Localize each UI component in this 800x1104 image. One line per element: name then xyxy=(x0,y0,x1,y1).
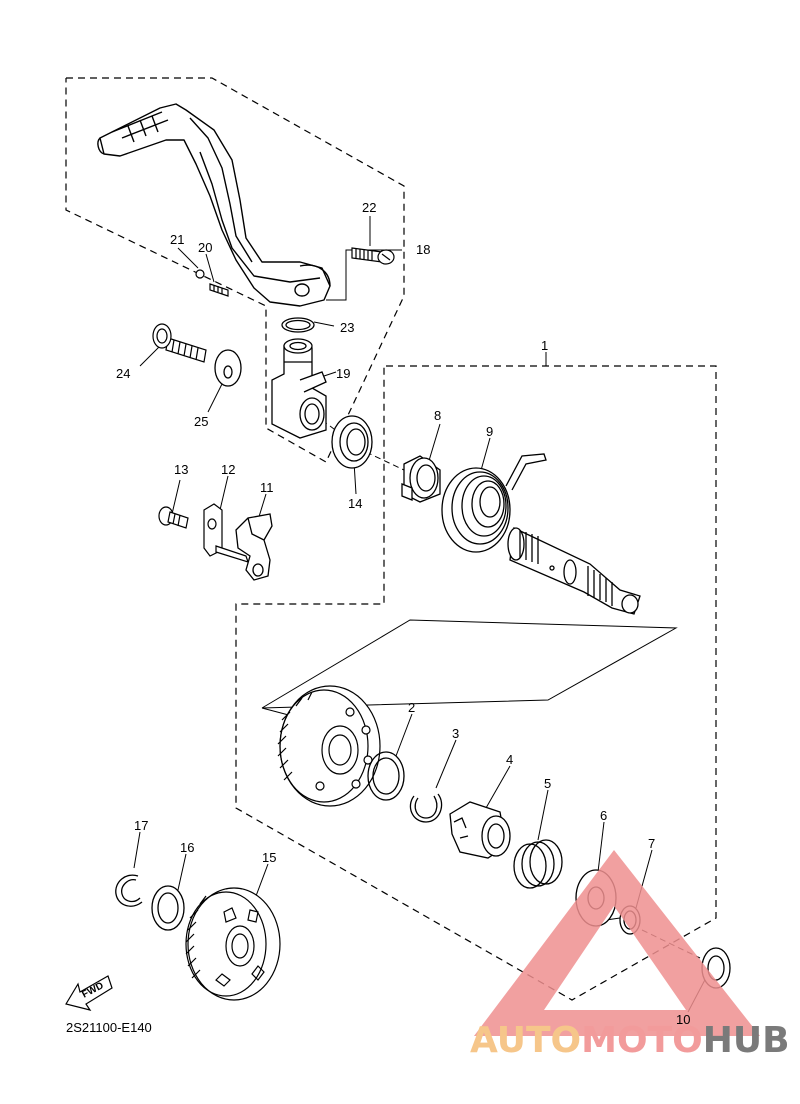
plate-12-part xyxy=(203,503,249,563)
circlip-3-part xyxy=(409,793,443,823)
kick-boss-part xyxy=(271,338,327,439)
washer-25-part xyxy=(214,349,242,387)
part-label-7: 7 xyxy=(648,836,655,851)
kick-lever-group-outline xyxy=(65,77,405,463)
idle-gear-15-part xyxy=(185,887,281,1001)
part-label-2: 2 xyxy=(408,700,415,715)
lever-spring-part xyxy=(209,283,229,297)
bolt-13-part xyxy=(158,506,189,529)
part-label-6: 6 xyxy=(600,808,607,823)
part-label-8: 8 xyxy=(434,408,441,423)
part-label-13: 13 xyxy=(174,462,188,477)
part-number-labels: 1 2 3 4 5 6 7 8 9 10 11 12 13 14 15 16 1… xyxy=(116,200,690,1027)
part-label-23: 23 xyxy=(340,320,354,335)
washer-2-part xyxy=(367,751,405,801)
kick-axle-assembly-outline xyxy=(235,365,717,1001)
part-label-3: 3 xyxy=(452,726,459,741)
part-label-4: 4 xyxy=(506,752,513,767)
kick-gear-part xyxy=(277,685,381,807)
part-label-19: 19 xyxy=(336,366,350,381)
gear-plane-outline xyxy=(261,619,678,709)
part-label-16: 16 xyxy=(180,840,194,855)
part-label-17: 17 xyxy=(134,818,148,833)
lever-bolt-part xyxy=(351,247,395,265)
part-label-25: 25 xyxy=(194,414,208,429)
part-label-1: 1 xyxy=(541,338,548,353)
part-label-21: 21 xyxy=(170,232,184,247)
part-label-20: 20 xyxy=(198,240,212,255)
ratchet-guide-11-part xyxy=(235,513,273,581)
ball-part xyxy=(195,269,205,279)
part-label-5: 5 xyxy=(544,776,551,791)
washer-16-part xyxy=(151,885,185,931)
ratchet-4-part xyxy=(449,801,511,859)
kick-axle-part xyxy=(507,527,641,615)
part-label-14: 14 xyxy=(348,496,362,511)
watermark-brand-part3: HUB xyxy=(703,1020,790,1061)
bolt-24-part xyxy=(152,323,207,363)
part-label-18: 18 xyxy=(416,242,430,257)
spring-5-part xyxy=(513,839,563,889)
diagram-code: 2S21100-E140 xyxy=(66,1020,152,1035)
watermark-brand-part2: MOTO xyxy=(581,1020,703,1061)
circlip-17-part xyxy=(115,874,143,907)
watermark-brand-text: AUTOMOTOHUB xyxy=(470,1020,790,1061)
torsion-spring-9-part xyxy=(441,453,547,553)
spring-guide-8-part xyxy=(401,455,441,503)
oil-seal-14-part xyxy=(331,415,373,469)
part-label-15: 15 xyxy=(262,850,276,865)
part-label-24: 24 xyxy=(116,366,130,381)
part-label-9: 9 xyxy=(486,424,493,439)
watermark-brand: AUTOMOTOHUB xyxy=(470,1020,790,1061)
part-label-10: 10 xyxy=(676,1012,690,1027)
part-label-11: 11 xyxy=(260,480,274,495)
kick-lever-part xyxy=(97,103,331,307)
watermark-brand-part1: AUTO xyxy=(470,1020,581,1061)
watermark-triangle-icon xyxy=(474,850,760,1036)
forward-arrow-icon: FWD xyxy=(65,975,113,1011)
circlip-23-part xyxy=(281,317,315,333)
part-label-22: 22 xyxy=(362,200,376,215)
part-label-12: 12 xyxy=(221,462,235,477)
